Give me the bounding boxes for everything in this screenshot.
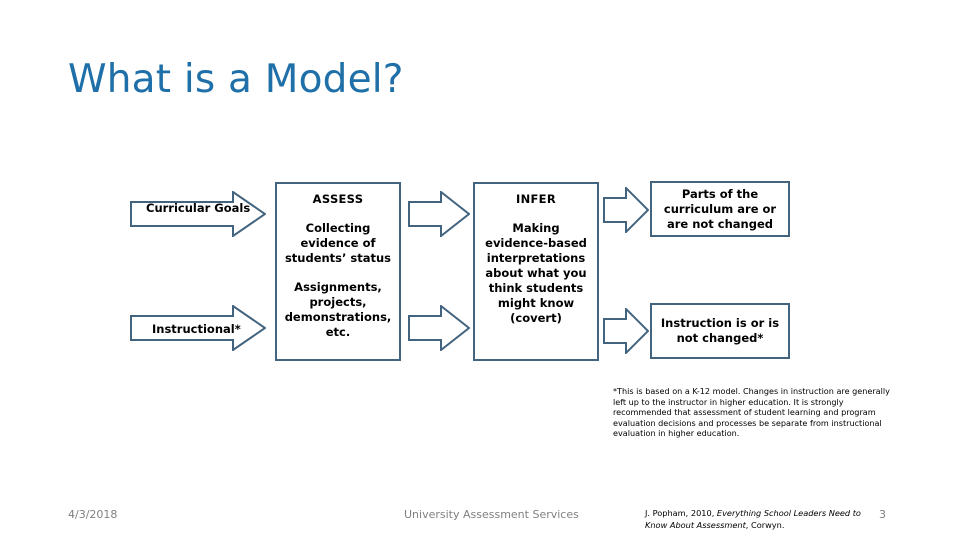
page-title: What is a Model? — [68, 57, 404, 102]
stage-text-assess-2: Assignments, projects, demonstrations, e… — [284, 280, 392, 339]
arrow-assess-to-infer-top — [408, 191, 470, 237]
citation-prefix: J. Popham, 2010, — [645, 508, 717, 518]
stage-text-assess-1: Collecting evidence of students’ status — [284, 221, 392, 265]
right-block-arrow-icon — [408, 191, 470, 237]
footnote-text: *This is based on a K-12 model. Changes … — [613, 386, 890, 439]
footer-citation: J. Popham, 2010, Everything School Leade… — [645, 508, 870, 531]
footer-page-number: 3 — [879, 508, 886, 521]
right-block-arrow-icon — [603, 187, 649, 233]
footer-organization: University Assessment Services — [404, 508, 579, 521]
arrow-instructional — [130, 305, 266, 351]
arrow-assess-to-infer-bottom — [408, 305, 470, 351]
stage-heading-assess: ASSESS — [312, 192, 364, 206]
citation-title: Everything School Leaders Need to Know A… — [645, 508, 861, 530]
arrow-label-instructional: Instructional* — [152, 322, 241, 336]
right-block-arrow-icon — [130, 305, 266, 351]
right-block-arrow-icon — [603, 308, 649, 354]
stage-heading-infer: INFER — [516, 192, 556, 206]
outcome-box-curriculum: Parts of the curriculum are or are not c… — [650, 181, 790, 237]
outcome-label-instruction: Instruction is or is not changed* — [660, 316, 780, 345]
footer-date: 4/3/2018 — [68, 508, 118, 521]
stage-box-infer: INFER Making evidence-based interpretati… — [473, 182, 599, 361]
stage-box-assess: ASSESS Collecting evidence of students’ … — [275, 182, 401, 361]
outcome-box-instruction: Instruction is or is not changed* — [650, 303, 790, 359]
right-block-arrow-icon — [130, 191, 266, 237]
citation-suffix: , Corwyn. — [745, 519, 785, 530]
right-block-arrow-icon — [408, 305, 470, 351]
arrow-curricular-goals — [130, 191, 266, 237]
arrow-infer-to-curriculum — [603, 187, 649, 233]
arrow-label-curricular-goals: Curricular Goals — [146, 201, 251, 215]
stage-text-infer-1: Making evidence-based interpretations ab… — [485, 221, 587, 325]
outcome-label-curriculum: Parts of the curriculum are or are not c… — [663, 186, 777, 231]
arrow-infer-to-instruction — [603, 308, 649, 354]
